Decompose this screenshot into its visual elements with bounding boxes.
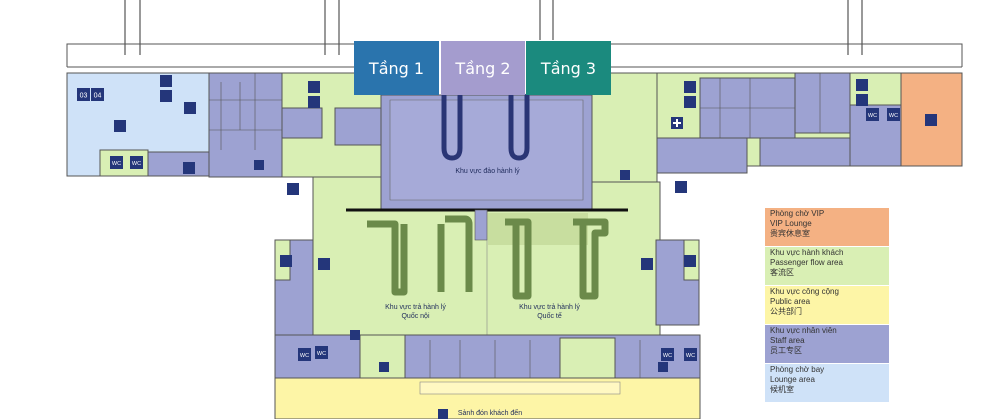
legend-text: Public area bbox=[770, 297, 811, 306]
legend-text: Khu vực công cộng bbox=[770, 287, 839, 296]
wc-label: WC bbox=[889, 113, 898, 119]
legend-text: Khu vực hành khách bbox=[770, 248, 844, 257]
baggage-international-line-1: Khu vực trả hành lý bbox=[519, 304, 580, 311]
structural-lines bbox=[124, 0, 863, 55]
baggage-international-line-2: Quốc tế bbox=[537, 313, 562, 320]
baggage-domestic-label: Khu vực trả hành lý Quốc nội bbox=[378, 303, 453, 321]
wc-label: WC bbox=[112, 161, 121, 167]
first-aid-icon bbox=[671, 117, 683, 129]
wc-label: WC bbox=[868, 113, 877, 119]
tab-floor-2[interactable]: Tầng 2 bbox=[441, 41, 525, 95]
legend-text: Passenger flow area bbox=[770, 258, 843, 267]
legend-text: Phòng chờ VIP bbox=[770, 209, 825, 218]
wc-label: WC bbox=[300, 353, 309, 359]
restroom-markers bbox=[110, 108, 900, 361]
baggage-domestic-line-1: Khu vực trả hành lý bbox=[385, 304, 446, 311]
baggage-domestic-line-2: Quốc nội bbox=[401, 313, 430, 320]
legend-text: Lounge area bbox=[770, 375, 815, 384]
legend-text: Phòng chờ bay bbox=[770, 365, 825, 374]
arrival-hall-label: Sảnh đón khách đến bbox=[457, 410, 523, 417]
wc-label: WC bbox=[663, 353, 672, 359]
legend-public-area: Khu vực công cộng Public area 公共部门 bbox=[765, 286, 889, 324]
legend-staff-area: Khu vực nhân viên Staff area 员工专区 bbox=[765, 325, 889, 363]
wc-label: WC bbox=[317, 351, 326, 357]
gate-number: 04 bbox=[94, 93, 102, 100]
tab-floor-3[interactable]: Tầng 3 bbox=[526, 41, 611, 95]
wc-label: WC bbox=[132, 161, 141, 167]
legend-vip-lounge: Phòng chờ VIP VIP Lounge 贵宾休息室 bbox=[765, 208, 889, 246]
legend-text: 贵宾休息室 bbox=[770, 229, 810, 238]
left-staff-block bbox=[208, 72, 283, 178]
check-in-label: Khu vực đảo hành lý bbox=[455, 168, 520, 175]
legend-text: 候机室 bbox=[770, 385, 794, 394]
legend-text: 公共部门 bbox=[770, 307, 802, 316]
baggage-carousels bbox=[367, 215, 609, 300]
legend-text: 员工专区 bbox=[770, 346, 802, 355]
facility-icons bbox=[114, 75, 937, 419]
legend-lounge-area: Phòng chờ bay Lounge area 候机室 bbox=[765, 364, 889, 402]
legend-text: Staff area bbox=[770, 336, 805, 345]
legend-text: VIP Lounge bbox=[770, 219, 812, 228]
legend-text: Khu vực nhân viên bbox=[770, 326, 837, 335]
gate-number: 03 bbox=[80, 93, 88, 100]
legend-passenger-flow: Khu vực hành khách Passenger flow area 客… bbox=[765, 247, 889, 285]
baggage-international-label: Khu vực trả hành lý Quốc tế bbox=[512, 303, 587, 321]
tab-floor-1[interactable]: Tầng 1 bbox=[354, 41, 439, 95]
legend-text: 客流区 bbox=[770, 268, 794, 277]
wc-label: WC bbox=[686, 353, 695, 359]
